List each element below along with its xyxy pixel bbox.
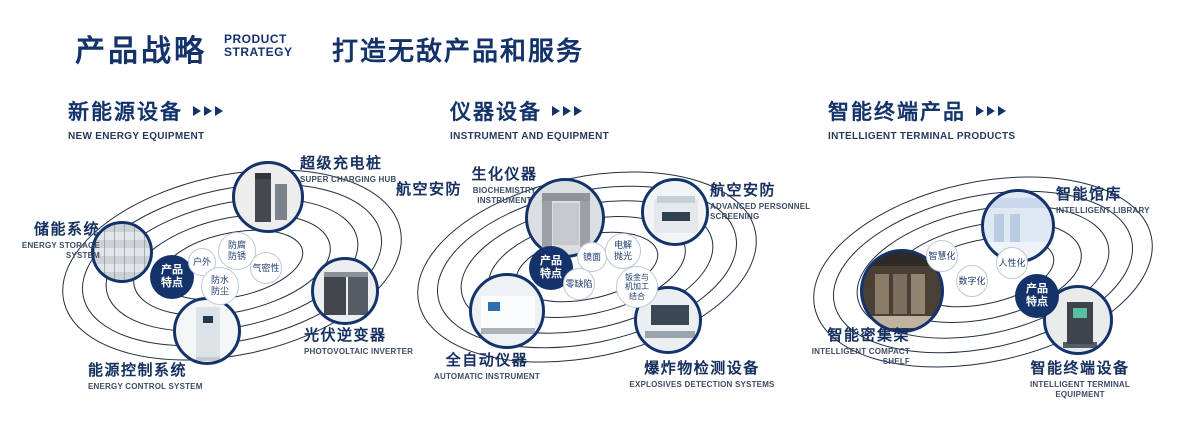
product-photo-super-charging-hub bbox=[232, 161, 304, 233]
feature-text: 智慧化 bbox=[928, 250, 956, 261]
feature-badge-label: 产品特点 bbox=[1025, 282, 1048, 308]
product-label-explosives-detection: 爆炸物检测设备 EXPLOSIVES DETECTION SYSTEMS bbox=[622, 357, 782, 390]
feature-bubble: 钣金与机加工结合 bbox=[616, 266, 658, 308]
feature-text: 防腐防锈 bbox=[227, 240, 246, 261]
feature-bubble: 人性化 bbox=[996, 247, 1028, 279]
feature-bubble: 防水防尘 bbox=[201, 267, 239, 305]
product-label-zh: 航空安防 bbox=[396, 181, 463, 198]
section-title-en: INSTRUMENT AND EQUIPMENT bbox=[450, 131, 610, 142]
product-label-aviation-security-right: 航空安防 ADVANCED PERSONNEL SCREENING bbox=[710, 179, 822, 223]
product-label-zh: 生化仪器 bbox=[471, 166, 538, 183]
feature-bubble: 数字化 bbox=[956, 265, 988, 297]
triple-chevron-icon bbox=[976, 106, 1006, 116]
feature-text: 电解抛光 bbox=[613, 240, 632, 261]
product-label-zh: 智能馆库 bbox=[1056, 186, 1123, 203]
product-label-en: INTELLIGENT TERMINAL EQUIPMENT bbox=[1030, 380, 1130, 400]
feature-badge-label: 产品特点 bbox=[539, 254, 562, 280]
feature-badge: 产品特点 bbox=[150, 255, 194, 299]
product-photo-photovoltaic-inverter bbox=[311, 257, 379, 325]
feature-text: 钣金与机加工结合 bbox=[624, 272, 649, 301]
product-label-en: SUPER CHARGING HUB bbox=[300, 175, 397, 184]
page-title: 产品战略 bbox=[75, 35, 207, 68]
section-title-new-energy: 新能源设备 NEW ENERGY EQUIPMENT bbox=[68, 96, 223, 142]
product-label-intelligent-terminal-equipment: 智能终端设备 INTELLIGENT TERMINAL EQUIPMENT bbox=[1005, 357, 1155, 401]
section-title-en: NEW ENERGY EQUIPMENT bbox=[68, 131, 205, 142]
product-label-aviation-security-left: 航空安防 bbox=[396, 178, 476, 201]
section-title-zh: 仪器设备 bbox=[450, 101, 542, 124]
section-title-zh: 智能终端产品 bbox=[828, 101, 966, 124]
product-label-zh: 航空安防 bbox=[710, 182, 777, 199]
product-photo-energy-control-system bbox=[173, 297, 241, 365]
product-label-en: ADVANCED PERSONNEL SCREENING bbox=[710, 202, 811, 222]
product-photo-personnel-screening bbox=[641, 178, 709, 246]
product-label-intelligent-compact-shelf: 智能密集架 INTELLIGENT COMPACT SHELF bbox=[792, 324, 910, 368]
product-photo-automatic-instrument bbox=[469, 273, 545, 349]
feature-bubble: 零缺陷 bbox=[563, 268, 595, 300]
product-label-en: PHOTOVOLTAIC INVERTER bbox=[304, 347, 414, 356]
product-label-en: AUTOMATIC INSTRUMENT bbox=[434, 372, 540, 381]
feature-text: 零缺陷 bbox=[565, 278, 593, 289]
product-label-en: ENERGY STORAGE SYSTEM bbox=[21, 241, 100, 261]
page-title-english-line2: STRATEGY bbox=[224, 45, 293, 59]
product-label-biochemistry-instrument: 生化仪器 BIOCHEMISTRY INSTRUMENT bbox=[452, 163, 557, 207]
product-label-automatic-instrument: 全自动仪器 AUTOMATIC INSTRUMENT bbox=[412, 349, 562, 382]
product-label-zh: 光伏逆变器 bbox=[304, 327, 387, 344]
feature-text: 人性化 bbox=[998, 257, 1026, 268]
product-label-super-charging-hub: 超级充电桩 SUPER CHARGING HUB bbox=[300, 152, 420, 185]
product-label-zh: 爆炸物检测设备 bbox=[644, 360, 760, 377]
feature-text: 户外 bbox=[192, 256, 211, 267]
section-title-intelligent-terminal: 智能终端产品 INTELLIGENT TERMINAL PRODUCTS bbox=[828, 96, 1015, 142]
section-title-zh: 新能源设备 bbox=[68, 101, 183, 124]
feature-bubble: 气密性 bbox=[250, 252, 282, 284]
feature-bubble: 防腐防锈 bbox=[218, 232, 256, 270]
feature-bubble: 电解抛光 bbox=[605, 233, 641, 269]
product-label-zh: 全自动仪器 bbox=[445, 352, 529, 369]
feature-text: 数字化 bbox=[958, 275, 986, 286]
product-label-en: ENERGY CONTROL SYSTEM bbox=[88, 382, 203, 391]
product-label-photovoltaic-inverter: 光伏逆变器 PHOTOVOLTAIC INVERTER bbox=[304, 324, 429, 357]
product-label-zh: 储能系统 bbox=[33, 221, 100, 238]
product-label-energy-storage-system: 储能系统 ENERGY STORAGE SYSTEM bbox=[12, 218, 100, 262]
page-title-english: PRODUCT STRATEGY bbox=[224, 33, 292, 59]
triple-chevron-icon bbox=[193, 106, 223, 116]
section-title-en: INTELLIGENT TERMINAL PRODUCTS bbox=[828, 131, 1016, 142]
product-photo-energy-storage-system bbox=[91, 221, 153, 283]
feature-text: 气密性 bbox=[252, 262, 280, 273]
feature-badge-label: 产品特点 bbox=[160, 263, 183, 289]
page-title-english-line1: PRODUCT bbox=[224, 32, 287, 46]
feature-bubble: 镜面 bbox=[577, 242, 607, 272]
product-label-zh: 智能密集架 bbox=[827, 327, 910, 344]
product-label-en: INTELLIGENT LIBRARY bbox=[1056, 206, 1150, 215]
product-label-zh: 超级充电桩 bbox=[300, 155, 383, 172]
product-label-en: EXPLOSIVES DETECTION SYSTEMS bbox=[629, 380, 775, 389]
orbit-rings-new-energy bbox=[62, 169, 402, 361]
product-label-energy-control-system: 能源控制系统 ENERGY CONTROL SYSTEM bbox=[88, 359, 228, 392]
product-label-intelligent-library: 智能馆库 INTELLIGENT LIBRARY bbox=[1056, 183, 1176, 216]
product-label-en: BIOCHEMISTRY INSTRUMENT bbox=[472, 186, 537, 206]
slogan: 打造无敌产品和服务 bbox=[332, 36, 585, 66]
triple-chevron-icon bbox=[552, 106, 582, 116]
feature-text: 防水防尘 bbox=[210, 275, 229, 296]
product-label-zh: 能源控制系统 bbox=[88, 362, 188, 379]
product-label-en: INTELLIGENT COMPACT SHELF bbox=[811, 347, 910, 367]
feature-badge: 产品特点 bbox=[1015, 274, 1059, 318]
section-title-instrument: 仪器设备 INSTRUMENT AND EQUIPMENT bbox=[450, 96, 609, 142]
feature-text: 镜面 bbox=[582, 251, 601, 262]
feature-bubble: 智慧化 bbox=[926, 240, 958, 272]
product-label-zh: 智能终端设备 bbox=[1030, 360, 1130, 377]
